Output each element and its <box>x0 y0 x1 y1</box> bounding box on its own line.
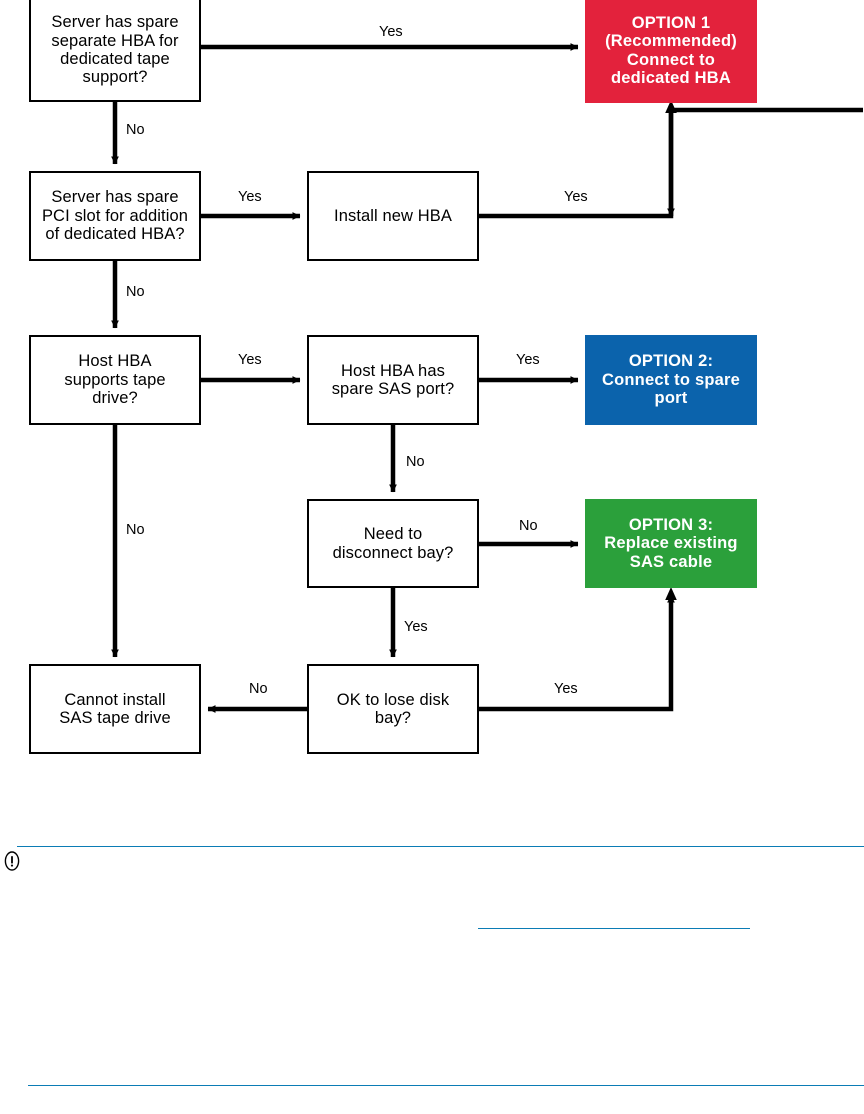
node-label: Host HBA has spare SAS port? <box>331 361 455 398</box>
edge-label-yes-q2-to-install-hba: Yes <box>238 189 262 205</box>
node-option-3-replace-existing-sas-cable[interactable]: OPTION 3: Replace existing SAS cable <box>585 499 757 588</box>
edge-label-yes-q3-to-q4: Yes <box>238 352 262 368</box>
node-option-2-connect-to-spare-port[interactable]: OPTION 2: Connect to spare port <box>585 335 757 425</box>
node-label: Server has spare PCI slot for addition o… <box>41 188 189 244</box>
node-cannot-install-sas-tape-drive[interactable]: Cannot install SAS tape drive <box>29 664 201 754</box>
edge-label-yes-q1-to-option1: Yes <box>379 24 403 40</box>
node-server-has-spare-separate-hba[interactable]: Server has spare separate HBA for dedica… <box>29 0 201 102</box>
node-install-new-hba[interactable]: Install new HBA <box>307 171 479 261</box>
node-label: Host HBA supports tape drive? <box>64 352 166 408</box>
node-option-1-connect-to-dedicated-hba[interactable]: OPTION 1 (Recommended) Connect to dedica… <box>585 0 757 103</box>
edge-label-no-q3-to-cannot-install: No <box>126 522 145 538</box>
note-top-rule <box>17 846 864 847</box>
edge-label-no-q1-to-q2: No <box>126 122 145 138</box>
node-label: Install new HBA <box>334 206 452 225</box>
edge-label-yes-q4-to-option2: Yes <box>516 352 540 368</box>
node-label: OPTION 2: Connect to spare port <box>602 352 740 408</box>
footer-rule <box>28 1085 864 1086</box>
node-host-hba-has-spare-sas-port[interactable]: Host HBA has spare SAS port? <box>307 335 479 425</box>
node-label: OK to lose disk bay? <box>336 690 450 727</box>
edge-label-yes-install-hba-to-option1: Yes <box>564 189 588 205</box>
important-note-callout <box>0 840 864 960</box>
node-host-hba-supports-tape-drive[interactable]: Host HBA supports tape drive? <box>29 335 201 425</box>
edge-label-no-disconnect-bay-to-option3: No <box>519 518 538 534</box>
edge-label-yes-lose-disk-bay-to-option3: Yes <box>554 681 578 697</box>
node-label: Cannot install SAS tape drive <box>59 690 171 727</box>
node-need-to-disconnect-bay[interactable]: Need to disconnect bay? <box>307 499 479 588</box>
flowchart-connectors <box>111 43 863 713</box>
edge-label-no-lose-disk-bay-to-cannot-install: No <box>249 681 268 697</box>
sas-tape-drive-decision-flowchart: Server has spare separate HBA for dedica… <box>29 0 863 754</box>
node-label: Need to disconnect bay? <box>332 525 454 562</box>
edge-label-no-q2-to-q3: No <box>126 284 145 300</box>
node-label: Server has spare separate HBA for dedica… <box>51 13 179 87</box>
important-note-icon <box>4 851 20 871</box>
edge-label-no-q4-to-disconnect-bay: No <box>406 454 425 470</box>
node-label: OPTION 3: Replace existing SAS cable <box>604 515 738 571</box>
node-ok-to-lose-disk-bay[interactable]: OK to lose disk bay? <box>307 664 479 754</box>
edge-label-yes-disconnect-bay-to-lose-disk-bay: Yes <box>404 619 428 635</box>
node-label: OPTION 1 (Recommended) Connect to dedica… <box>605 13 737 87</box>
inline-link-underline[interactable] <box>478 928 750 929</box>
node-server-has-spare-pci-slot[interactable]: Server has spare PCI slot for addition o… <box>29 171 201 261</box>
